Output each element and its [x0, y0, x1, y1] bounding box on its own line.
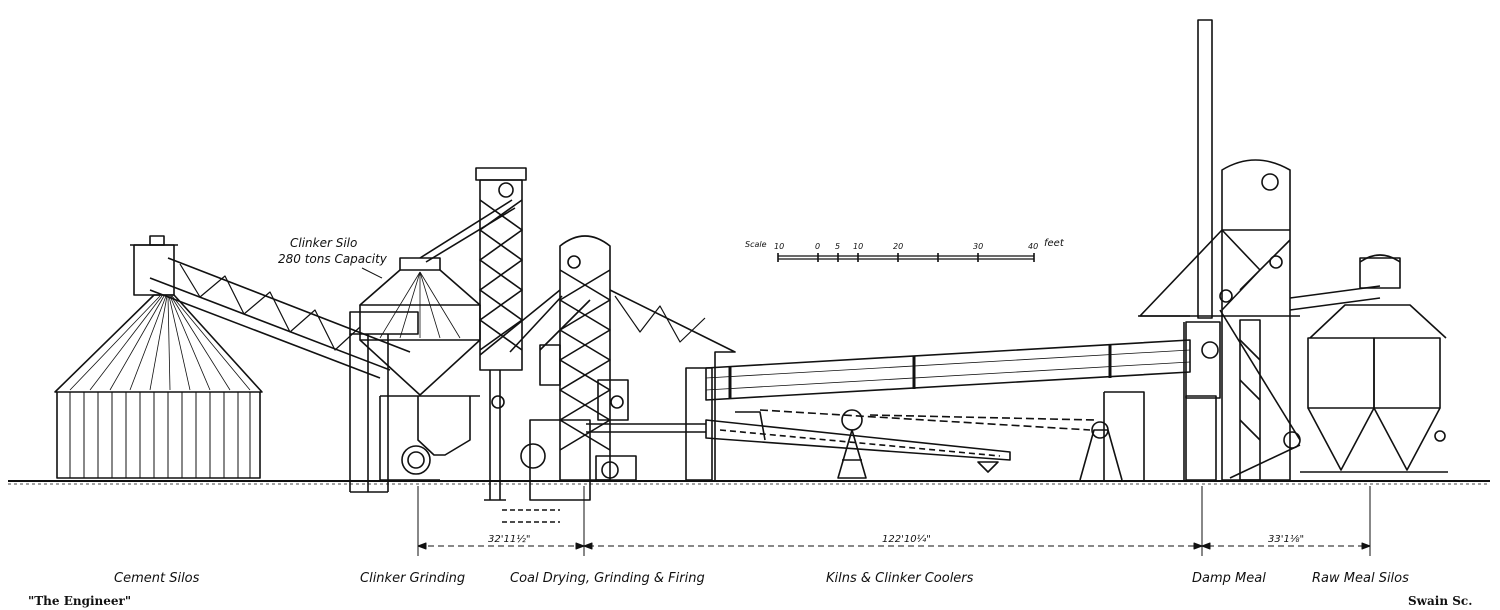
chimney-stack: [1197, 19, 1213, 319]
dimension-lines: [417, 486, 1371, 556]
clinker-silo-capacity-label: 280 tons Capacity: [278, 252, 387, 266]
section-label-raw-meal-silos: Raw Meal Silos: [1312, 571, 1409, 586]
scale-tick-label: 0: [815, 242, 821, 251]
dimension-raw-meal-section: 33'1⅛": [1266, 534, 1307, 545]
inclined-conveyor-gallery: [149, 257, 411, 379]
coal-tower: [479, 235, 736, 523]
scale-unit-label: feet: [1044, 238, 1064, 249]
clinker-silo: [359, 199, 516, 396]
section-label-cement-silos: Cement Silos: [114, 571, 200, 586]
scale-bar: [777, 253, 1035, 262]
clinker-silo-leader: [361, 267, 383, 279]
kiln-support-piers: [1079, 391, 1145, 481]
section-label-damp-meal: Damp Meal: [1192, 571, 1266, 586]
scale-label: Scale: [745, 240, 767, 249]
clinker-silo-label: Clinker Silo: [290, 236, 358, 250]
scale-tick-label: 10: [774, 242, 785, 251]
clinker-cooler: [705, 409, 1096, 479]
rotary-kiln: [705, 321, 1221, 401]
ground-line: [8, 480, 1490, 485]
cement-silo: [54, 235, 263, 479]
dimension-kiln-section: 122'10¼": [880, 534, 933, 545]
section-label-coal-drying: Coal Drying, Grinding & Firing: [510, 571, 705, 586]
scale-tick-label: 20: [893, 242, 904, 251]
dimension-coal-section: 32'11½": [486, 534, 533, 545]
engraver-credit: Swain Sc.: [1408, 594, 1473, 608]
section-label-clinker-grinding: Clinker Grinding: [360, 571, 466, 586]
section-label-kilns: Kilns & Clinker Coolers: [826, 571, 974, 586]
scale-tick-label: 30: [973, 242, 984, 251]
publication-credit: "The Engineer": [28, 594, 132, 608]
scale-tick-label: 5: [835, 242, 841, 251]
damp-meal-building: [1138, 159, 1301, 481]
clinker-elevator-tower: [475, 167, 527, 501]
scale-tick-label: 10: [853, 242, 864, 251]
scale-tick-label: 40: [1028, 242, 1039, 251]
raw-meal-silos: [1229, 254, 1448, 479]
clinker-grinding-building: [349, 311, 480, 493]
